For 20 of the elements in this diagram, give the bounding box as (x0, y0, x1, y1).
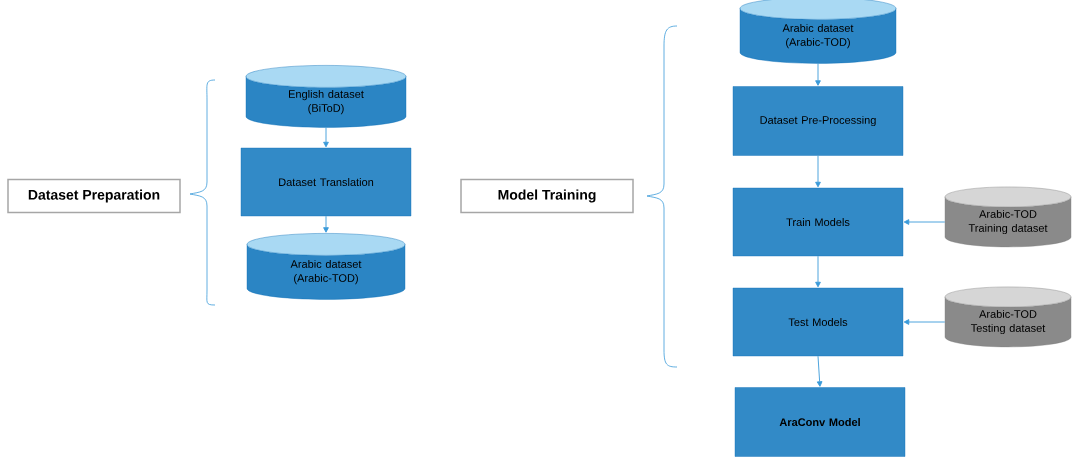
stage-label-box: Dataset Preparation (7, 178, 181, 214)
arrow (323, 215, 329, 233)
database-cylinder: Arabic dataset (Arabic-TOD) (246, 233, 406, 300)
stage-label-box: Model Training (460, 178, 634, 214)
arrow (815, 63, 821, 86)
database-cylinder: Arabic-TOD Testing dataset (944, 286, 1072, 348)
arrow (816, 355, 823, 387)
arrow (903, 319, 946, 325)
process-box: Dataset Pre-Processing (732, 86, 904, 156)
arrow (323, 127, 329, 148)
process-box: Dataset Translation (240, 147, 412, 217)
process-box: AraConv Model (734, 387, 906, 457)
arrow (815, 155, 821, 188)
process-box: Train Models (732, 187, 904, 257)
database-cylinder: English dataset (BiToD) (245, 65, 407, 128)
database-cylinder: Arabic-TOD Training dataset (944, 186, 1072, 248)
arrow (815, 255, 821, 288)
process-box: Test Models (732, 287, 904, 357)
database-cylinder: Arabic dataset (Arabic-TOD) (739, 0, 897, 64)
arrow (903, 219, 946, 225)
